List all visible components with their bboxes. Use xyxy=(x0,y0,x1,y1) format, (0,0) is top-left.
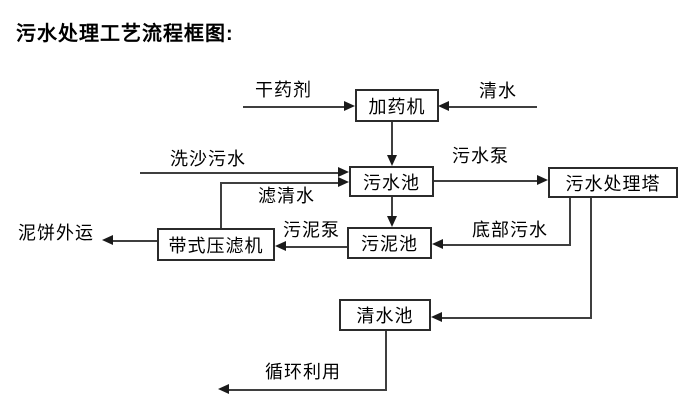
node-treatment-tower-label: 污水处理塔 xyxy=(565,173,661,194)
flow-label-sludge-pump: 污泥泵 xyxy=(283,220,340,240)
arrowhead-right-icon xyxy=(338,177,349,187)
arrowhead-left-icon xyxy=(438,101,449,111)
node-dosing-machine: 加药机 xyxy=(355,89,439,122)
flow-label-dry-agent: 干药剂 xyxy=(255,80,312,100)
node-clean-water-pool-label: 清水池 xyxy=(356,306,414,326)
arrow-sand-wash-line xyxy=(140,172,338,174)
flow-label-sand-washing-sewage: 洗沙污水 xyxy=(170,149,246,169)
arrowhead-right-icon xyxy=(338,167,349,177)
node-sludge-pool-label: 污泥池 xyxy=(361,234,418,254)
arrowhead-down-icon xyxy=(387,216,397,227)
node-clean-water-pool: 清水池 xyxy=(339,299,431,331)
flow-label-filtered-clean-water: 滤清水 xyxy=(258,186,315,206)
arrow-filtered-water-line xyxy=(220,182,338,184)
flow-label-sewage-pump: 污水泵 xyxy=(452,146,509,166)
arrowhead-left-icon xyxy=(432,239,443,249)
flow-label-mud-cake-transport: 泥饼外运 xyxy=(18,223,94,243)
arrow-tower-to-cleanpool-line xyxy=(442,317,592,319)
arrow-clean-water-line xyxy=(449,106,537,108)
arrow-recycle-vline xyxy=(385,331,387,391)
node-belt-filter-press: 带式压滤机 xyxy=(157,228,275,261)
arrow-mud-cake-line xyxy=(113,240,157,242)
arrow-recycle-line xyxy=(229,389,387,391)
node-dosing-machine-label: 加药机 xyxy=(368,96,426,117)
node-belt-filter-press-label: 带式压滤机 xyxy=(168,235,264,256)
node-sludge-pool: 污泥池 xyxy=(347,227,432,259)
node-treatment-tower: 污水处理塔 xyxy=(548,167,678,198)
arrowhead-left-icon xyxy=(102,235,113,245)
arrowhead-left-icon xyxy=(218,384,229,394)
arrow-sewage-pump-line xyxy=(434,180,537,182)
arrow-bottom-sewage-vline xyxy=(569,198,571,246)
node-sewage-pool: 污水池 xyxy=(349,166,434,197)
flow-label-recycling-use: 循环利用 xyxy=(265,362,341,382)
flow-label-bottom-sewage: 底部污水 xyxy=(472,220,548,240)
arrow-bottom-sewage-line xyxy=(443,244,571,246)
arrow-dosing-to-pool-line xyxy=(391,122,393,155)
arrowhead-right-icon xyxy=(537,175,548,185)
node-sewage-pool-label: 污水池 xyxy=(363,172,420,193)
arrowhead-down-icon xyxy=(387,155,397,166)
arrowhead-left-icon xyxy=(275,241,286,251)
arrow-tower-to-cleanpool-vline xyxy=(590,198,592,319)
arrow-sludge-pump-line xyxy=(286,246,347,248)
page-title: 污水处理工艺流程框图: xyxy=(16,23,234,45)
arrow-filtered-water-vline xyxy=(220,183,222,228)
arrow-dry-agent-line xyxy=(243,106,344,108)
arrowhead-left-icon xyxy=(431,312,442,322)
flow-label-clean-water: 清水 xyxy=(479,81,517,101)
arrow-pool-to-sludge-line xyxy=(391,197,393,216)
arrowhead-right-icon xyxy=(344,101,355,111)
